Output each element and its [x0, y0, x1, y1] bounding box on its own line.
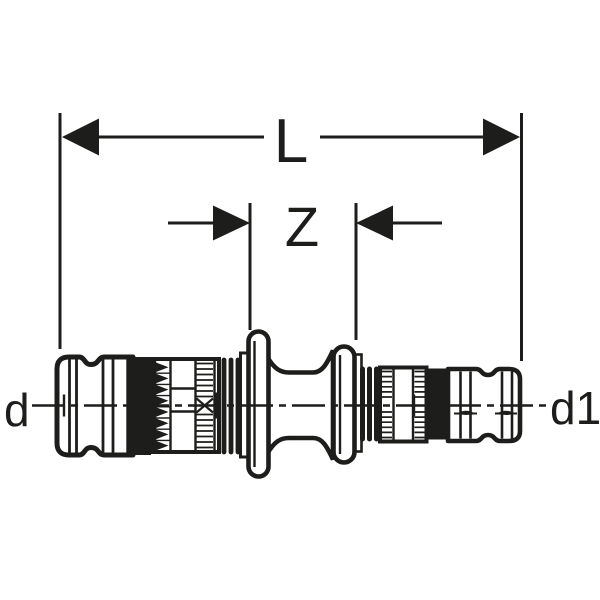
label-diameter-right: d1 [550, 382, 600, 434]
arrowhead-z-right [356, 205, 393, 241]
flange-left [246, 329, 271, 479]
label-diameter-left: d [4, 384, 30, 436]
fitting-body [32, 113, 546, 479]
label-total-length: L [274, 107, 308, 176]
arrowhead-l-left [62, 118, 99, 156]
insertion-depth-wedges [457, 410, 515, 415]
dimension-z [168, 203, 442, 340]
o-ring-band-right [428, 368, 446, 440]
centerline-ticks [62, 392, 416, 419]
centerline [32, 392, 546, 419]
label-z-dimension: Z [285, 195, 319, 258]
dimension-l [58, 113, 523, 361]
arrowhead-l-right [483, 118, 520, 156]
grip-ring-mid-lines [170, 387, 195, 413]
arrowhead-z-left [213, 205, 250, 241]
knurl-lines-left [196, 362, 213, 449]
grip-teeth-left [156, 362, 169, 451]
knurl-lines-right [381, 370, 425, 439]
ribs-right [360, 366, 379, 442]
